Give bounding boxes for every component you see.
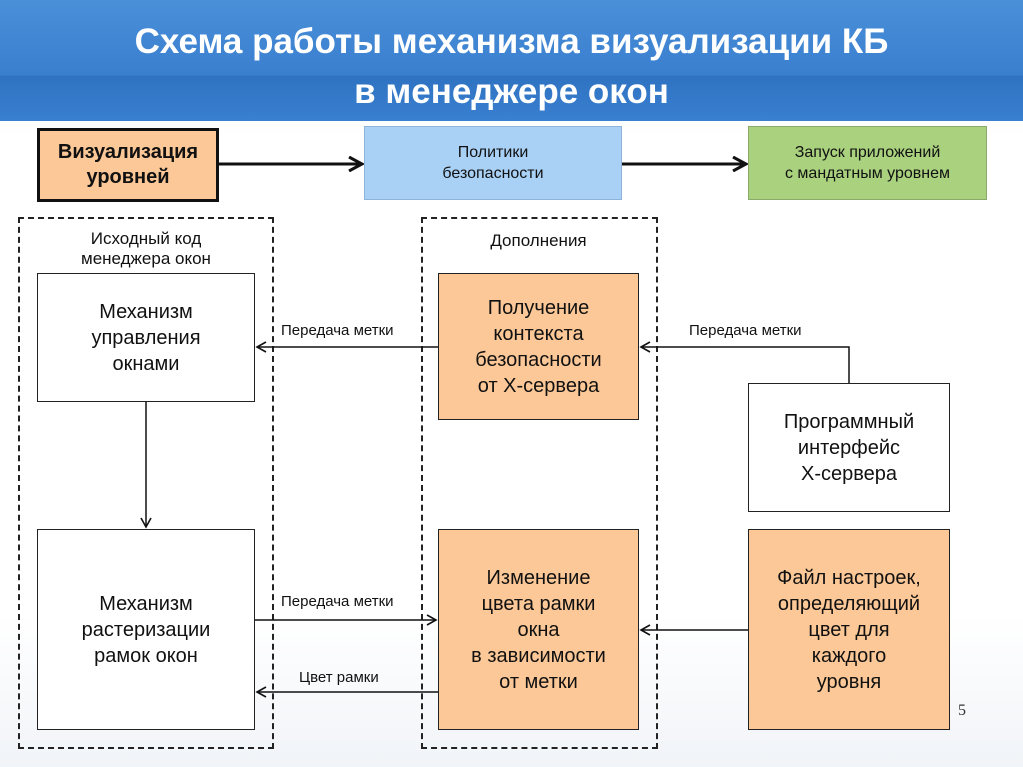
edge-label-transfer-2: Передача метки — [689, 322, 802, 339]
node-get-security-context: Получение контекста безопасности от X-се… — [438, 273, 639, 420]
group-source-code-label: Исходный код менеджера окон — [81, 229, 211, 268]
edge-label-frame-color: Цвет рамки — [299, 669, 379, 686]
group-additions — [421, 217, 658, 749]
title-banner: Схема работы механизма визуализации КБ в… — [0, 0, 1023, 121]
node-change-frame-color: Изменение цвета рамки окна в зависимости… — [438, 529, 639, 730]
edge-label-transfer-1: Передача метки — [281, 322, 394, 339]
group-source-code — [18, 217, 274, 749]
node-window-management: Механизм управления окнами — [37, 273, 255, 402]
node-frame-rasterization: Механизм растеризации рамок окон — [37, 529, 255, 730]
arrow-xserver-to-context — [639, 341, 850, 383]
node-visualization-levels: Визуализация уровней — [37, 128, 219, 202]
node-security-policies: Политики безопасности — [364, 126, 622, 200]
node-xserver-api: Программный интерфейс X-сервера — [748, 383, 950, 512]
page-title: Схема работы механизма визуализации КБ — [134, 22, 889, 61]
node-app-launch: Запуск приложений с мандатным уровнем — [748, 126, 987, 200]
page-number: 5 — [958, 702, 966, 719]
edge-label-transfer-3: Передача метки — [281, 593, 394, 610]
page-subtitle: в менеджере окон — [354, 72, 669, 111]
node-config-file: Файл настроек, определяющий цвет для каж… — [748, 529, 950, 730]
group-additions-label: Дополнения — [490, 231, 587, 250]
